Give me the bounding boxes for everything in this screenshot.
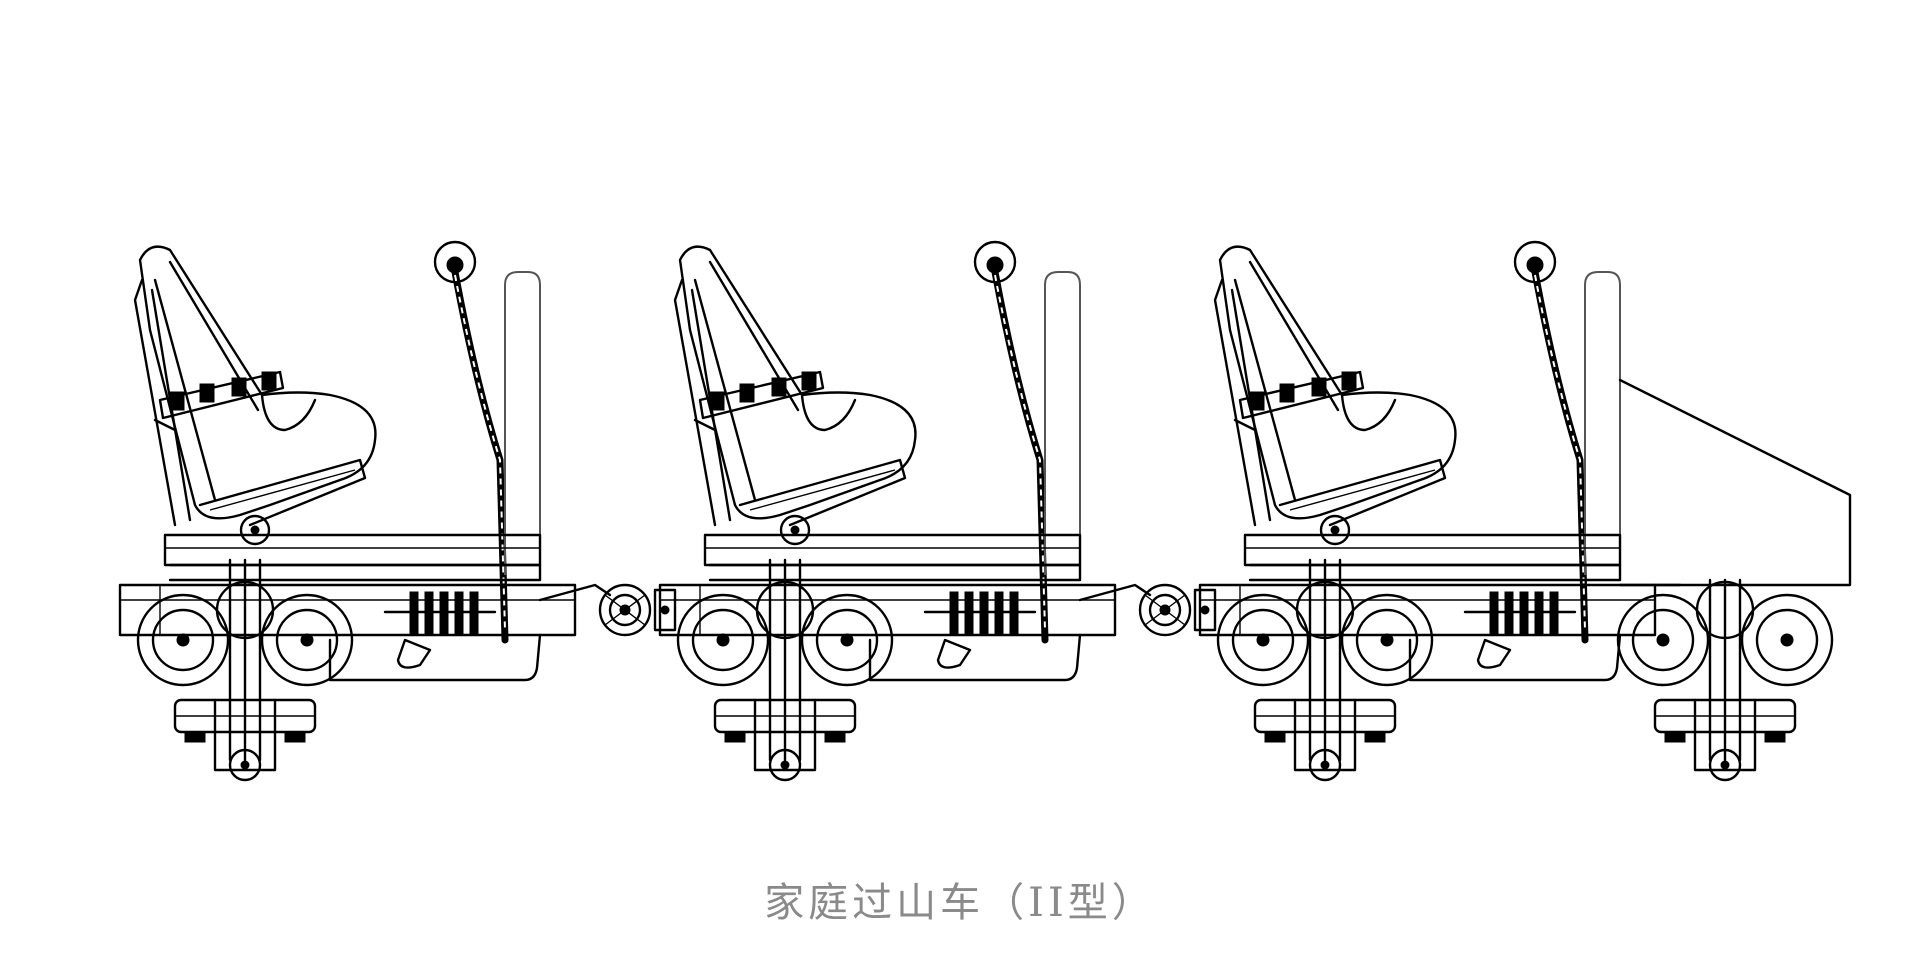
- car-3: [1200, 242, 1852, 780]
- coupler-2-3: [1078, 583, 1217, 637]
- rear-bogie: [1616, 578, 1834, 782]
- rear-fairing: [1618, 378, 1852, 587]
- car-1: [120, 242, 677, 780]
- coupler-1-2: [538, 583, 677, 637]
- figure-caption: 家庭过山车（II型）: [764, 880, 1156, 926]
- car-2: [660, 242, 1217, 780]
